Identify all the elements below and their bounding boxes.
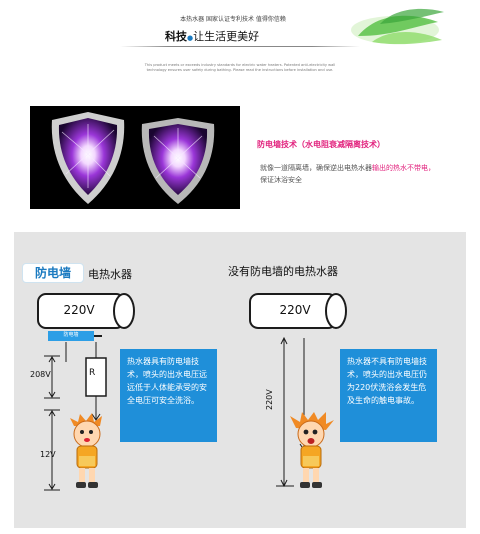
water-heater-without-wall-icon bbox=[249, 293, 347, 329]
right-title: 没有防电墙的电热水器 bbox=[228, 265, 338, 278]
shocked-child-figure-icon bbox=[290, 412, 334, 488]
shield-banner bbox=[30, 106, 240, 209]
anti-electric-wall-logo: 防电墙 bbox=[22, 263, 84, 283]
water-heater-with-wall-icon bbox=[37, 293, 135, 341]
feature-title: 防电墙技术（水电阻衰减隔离技术） bbox=[257, 140, 385, 149]
header-slogan: 科技●让生活更美好 bbox=[165, 28, 259, 44]
body-voltage-label-left: 12V bbox=[40, 450, 56, 459]
right-info-box: 热水器不具有防电墙技术，喷头的出水电压仍为220伏洗浴会发生危及生命的触电事故。 bbox=[340, 349, 437, 442]
anti-electric-badge: 防电墙 bbox=[48, 331, 94, 341]
left-info-box: 热水器具有防电墙技术，喷头的出水电压远远低于人体能承受的安全电压可安全洗浴。 bbox=[120, 349, 217, 442]
right-heater-voltage: 220V bbox=[279, 303, 311, 317]
feature-desc-line2: 保证沐浴安全 bbox=[260, 176, 302, 184]
shield-icon bbox=[51, 112, 125, 204]
shield-illustration bbox=[51, 112, 215, 204]
resistor-label: R bbox=[89, 368, 96, 378]
body-voltage-label-right: 220V bbox=[265, 389, 274, 410]
header-divider bbox=[120, 46, 360, 47]
feature-desc-line1: 就像一道隔离墙，确保逆出电热水器 bbox=[260, 164, 372, 172]
slogan-rest: 让生活更美好 bbox=[193, 30, 260, 43]
left-heater-voltage: 220V bbox=[63, 303, 95, 317]
child-figure-icon bbox=[70, 413, 102, 488]
feature-description: 就像一道隔离墙，确保逆出电热水器输出的热水不带电， 保证沐浴安全 bbox=[260, 162, 460, 186]
leaf-splash-icon bbox=[351, 8, 444, 45]
left-circuit bbox=[44, 342, 107, 491]
shield-icon bbox=[141, 118, 215, 204]
left-title: 电热水器 bbox=[88, 268, 132, 281]
slogan-bold: 科技 bbox=[165, 30, 187, 43]
drop-voltage-label: 208V bbox=[30, 370, 51, 379]
slogan-dot: ● bbox=[187, 34, 194, 42]
header-tagline: 本热水器 国家认证专利技术 值得你信赖 bbox=[180, 16, 286, 23]
feature-desc-highlight: 输出的热水不带电， bbox=[372, 164, 435, 172]
header-fine-print: This product meets or exceeds industry s… bbox=[144, 63, 336, 72]
